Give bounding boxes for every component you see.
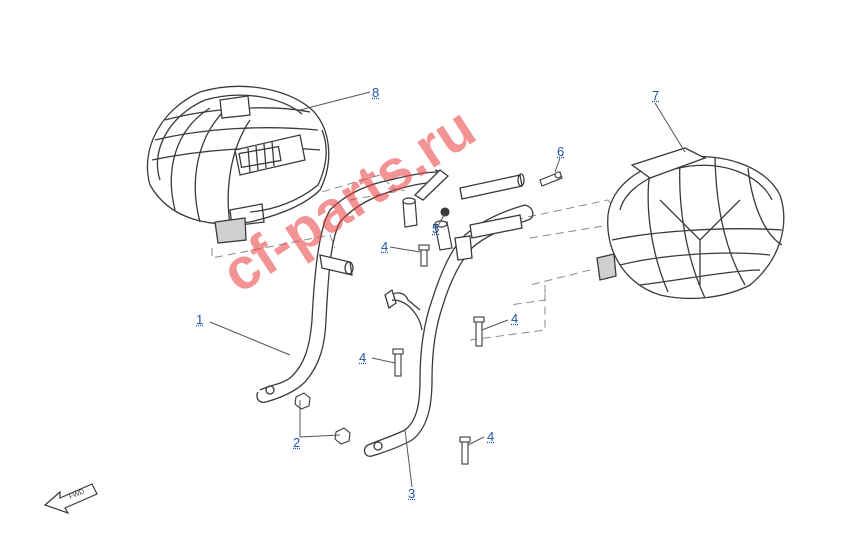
callout-2[interactable]: 2 [293,435,301,450]
left-pannier-case [146,85,330,244]
leader-lines [209,91,686,488]
callout-4-bottom[interactable]: 4 [487,429,495,444]
callout-1[interactable]: 1 [196,312,204,327]
callout-3[interactable]: 3 [408,486,416,501]
callout-7[interactable]: 7 [652,88,660,103]
fwd-arrow-icon: FWD [43,483,98,515]
callout-4-right[interactable]: 4 [511,311,519,326]
bolts [392,244,485,465]
callout-8[interactable]: 8 [372,85,380,100]
top-crossbars [413,169,525,201]
callout-5[interactable]: 5 [432,221,440,236]
nuts-and-fasteners [294,171,563,445]
spacers [402,197,453,251]
callout-4-left[interactable]: 4 [359,350,367,365]
callout-6[interactable]: 6 [557,144,565,159]
callout-4-top[interactable]: 4 [381,239,389,254]
right-pannier-case [596,147,785,300]
center-rack-frame [363,204,534,457]
